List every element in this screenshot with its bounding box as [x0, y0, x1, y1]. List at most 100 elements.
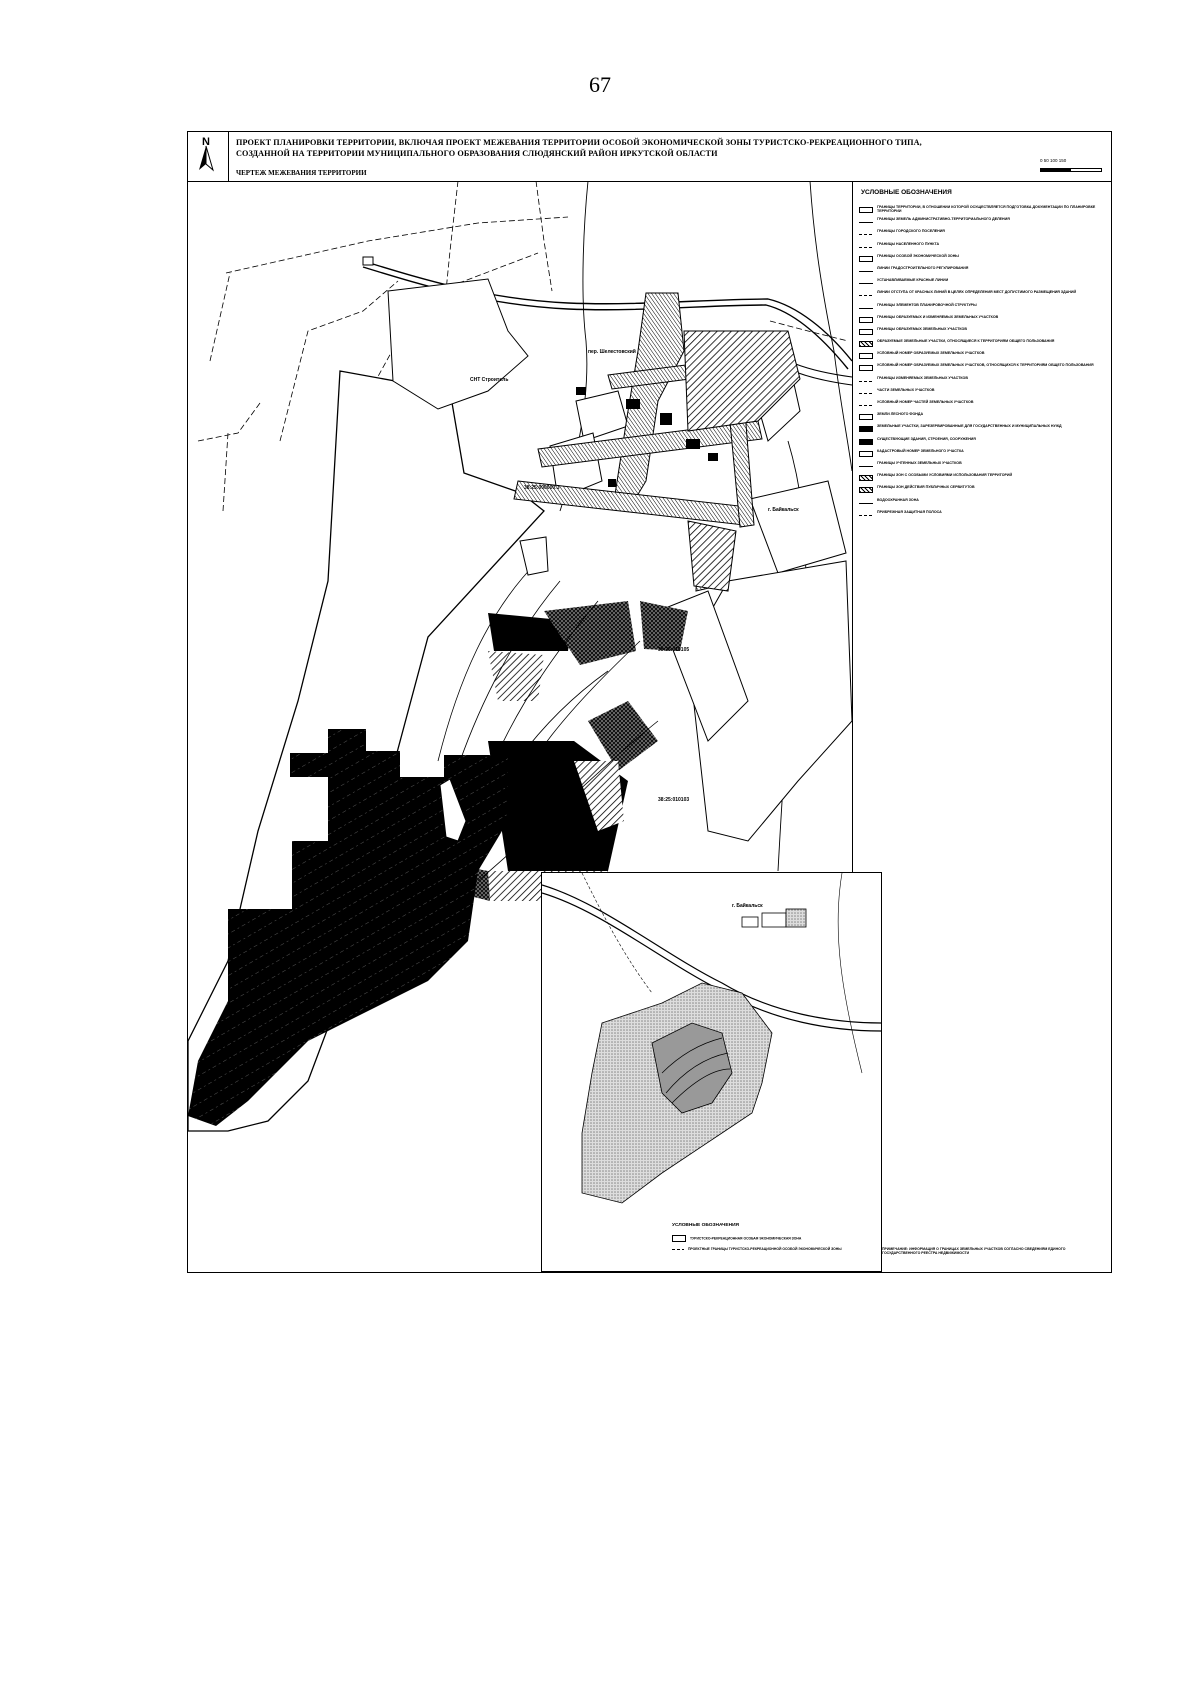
legend-item: ГРАНИЦЫ ОБРАЗУЕМЫХ И ИЗМЕНЯЕМЫХ ЗЕМЕЛЬНЫ… [859, 315, 1105, 326]
legend-swatch [859, 234, 873, 236]
existing-buildings [576, 387, 718, 487]
legend-swatch [859, 353, 873, 360]
legend-text: УСТАНАВЛИВАЕМЫЕ КРАСНЫЕ ЛИНИИ [877, 278, 949, 283]
legend-swatch [859, 487, 873, 494]
legend-text: ЧАСТИ ЗЕМЕЛЬНЫХ УЧАСТКОВ [877, 387, 935, 392]
inset-legend-item-1: ТУРИСТСКО-РЕКРЕАЦИОННАЯ ОСОБАЯ ЭКОНОМИЧЕ… [672, 1235, 801, 1242]
inset-project-area [651, 1022, 733, 1114]
legend-text: ОБРАЗУЕМЫЕ ЗЕМЕЛЬНЫЕ УЧАСТКИ, ОТНОСЯЩИЕС… [877, 339, 1055, 344]
legend-item: УСЛОВНЫЙ НОМЕР ОБРАЗУЕМЫХ ЗЕМЕЛЬНЫХ УЧАС… [859, 363, 1105, 374]
legend-text: ЗЕМЕЛЬНЫЕ УЧАСТКИ, ЗАРЕЗЕРВИРОВАННЫЕ ДЛЯ… [877, 424, 1062, 429]
legend-item: ГРАНИЦЫ ЗОН ДЕЙСТВИЯ ПУБЛИЧНЫХ СЕРВИТУТО… [859, 485, 1105, 496]
legend-text: УСЛОВНЫЙ НОМЕР ОБРАЗУЕМЫХ ЗЕМЕЛЬНЫХ УЧАС… [877, 363, 1094, 368]
legend-text: ГРАНИЦЫ ЗЕМЕЛЬ АДМИНИСТРАТИВНО-ТЕРРИТОРИ… [877, 217, 1010, 222]
legend-swatch [859, 255, 873, 262]
legend-swatch [859, 307, 873, 309]
legend-item: ОБРАЗУЕМЫЕ ЗЕМЕЛЬНЫЕ УЧАСТКИ, ОТНОСЯЩИЕС… [859, 339, 1105, 350]
legend-text: ГРАНИЦЫ ЭЛЕМЕНТОВ ПЛАНИРОВОЧНОЙ СТРУКТУР… [877, 302, 977, 307]
legend-text: ГРАНИЦЫ НАСЕЛЕННОГО ПУНКТА [877, 241, 940, 246]
legend-swatch [859, 450, 873, 457]
label-cadastral-1: 38:25:000000:3 [524, 485, 560, 491]
north-letter: N [202, 136, 210, 148]
inset-map: г. Байкальск УСЛОВНЫЕ ОБОЗНАЧЕНИЯ ТУРИСТ… [541, 872, 882, 1272]
scale-bar [1040, 168, 1102, 172]
map-title: ПРОЕКТ ПЛАНИРОВКИ ТЕРРИТОРИИ, ВКЛЮЧАЯ ПР… [236, 137, 996, 159]
legend-text: УСЛОВНЫЙ НОМЕР ОБРАЗУЕМЫХ ЗЕМЕЛЬНЫХ УЧАС… [877, 351, 985, 356]
scale-label: 0 50 100 150 [1040, 158, 1067, 163]
legend-text: КАДАСТРОВЫЙ НОМЕР ЗЕМЕЛЬНОГО УЧАСТКА [877, 448, 964, 453]
legend-swatch [859, 295, 873, 297]
legend-item: УСТАНАВЛИВАЕМЫЕ КРАСНЫЕ ЛИНИИ [859, 278, 1105, 289]
legend-item: УСЛОВНЫЙ НОМЕР ОБРАЗУЕМЫХ ЗЕМЕЛЬНЫХ УЧАС… [859, 351, 1105, 362]
legend-swatch [859, 414, 873, 421]
legend-item: ГРАНИЦЫ ИЗМЕНЯЕМЫХ ЗЕМЕЛЬНЫХ УЧАСТКОВ [859, 376, 1105, 387]
title-block: N ПРОЕКТ ПЛАНИРОВКИ ТЕРРИТОРИИ, ВКЛЮЧАЯ … [188, 132, 1111, 182]
legend-item: ВОДООХРАННАЯ ЗОНА [859, 498, 1105, 509]
inset-town-label: г. Байкальск [732, 902, 763, 909]
legend-text: ЛИНИИ ОТСТУПА ОТ КРАСНЫХ ЛИНИЙ В ЦЕЛЯХ О… [877, 290, 1077, 295]
title-line-1: ПРОЕКТ ПЛАНИРОВКИ ТЕРРИТОРИИ, ВКЛЮЧАЯ ПР… [236, 138, 922, 147]
legend-swatch [859, 502, 873, 504]
legend-swatch [859, 380, 873, 382]
map-sheet: N ПРОЕКТ ПЛАНИРОВКИ ТЕРРИТОРИИ, ВКЛЮЧАЯ … [187, 131, 1112, 1273]
legend-text: ГРАНИЦЫ ЗОН С ОСОБЫМИ УСЛОВИЯМИ ИСПОЛЬЗО… [877, 473, 1013, 478]
legend-text: ГРАНИЦЫ ОБРАЗУЕМЫХ ЗЕМЕЛЬНЫХ УЧАСТКОВ [877, 326, 967, 331]
legend-swatch [859, 426, 873, 433]
label-town: г. Байкальск [768, 506, 799, 513]
legend-item: ГРАНИЦЫ ОБРАЗУЕМЫХ ЗЕМЕЛЬНЫХ УЧАСТКОВ [859, 327, 1105, 338]
legend-item: КАДАСТРОВЫЙ НОМЕР ЗЕМЕЛЬНОГО УЧАСТКА [859, 449, 1105, 460]
legend-item: ЛИНИИ ГРАДОСТРОИТЕЛЬНОГО РЕГУЛИРОВАНИЯ [859, 266, 1105, 277]
legend-item: ЛИНИИ ОТСТУПА ОТ КРАСНЫХ ЛИНИЙ В ЦЕЛЯХ О… [859, 290, 1105, 301]
legend-swatch [859, 514, 873, 516]
legend-swatch [859, 328, 873, 335]
legend-swatch [859, 341, 873, 348]
legend-item: ГРАНИЦЫ ЭЛЕМЕНТОВ ПЛАНИРОВОЧНОЙ СТРУКТУР… [859, 303, 1105, 314]
sheet-name: ЧЕРТЕЖ МЕЖЕВАНИЯ ТЕРРИТОРИИ [236, 169, 367, 177]
north-arrow-icon [199, 145, 214, 172]
legend-swatch [859, 222, 873, 224]
label-street: пер. Шелестовский [588, 348, 636, 355]
legend-swatch [859, 465, 873, 467]
legend-swatch [859, 392, 873, 394]
legend-text: ПРИБРЕЖНАЯ ЗАЩИТНАЯ ПОЛОСА [877, 509, 942, 514]
legend-text: ЗЕМЛИ ЛЕСНОГО ФОНДА [877, 412, 924, 417]
street-network [513, 292, 801, 592]
dark-reserved-zone [188, 729, 508, 1126]
label-cadastral-3: 38:25:010103 [658, 797, 689, 803]
title-line-2: СОЗДАННОЙ НА ТЕРРИТОРИИ МУНИЦИПАЛЬНОГО О… [236, 149, 718, 158]
legend-text: ЛИНИИ ГРАДОСТРОИТЕЛЬНОГО РЕГУЛИРОВАНИЯ [877, 265, 969, 270]
legend-item: ЗЕМЕЛЬНЫЕ УЧАСТКИ, ЗАРЕЗЕРВИРОВАННЫЕ ДЛЯ… [859, 424, 1105, 435]
legend-swatch [859, 246, 873, 248]
label-cadastral-2: 38:25:010105 [658, 647, 689, 653]
legend-item: ГРАНИЦЫ ГОРОДСКОГО ПОСЕЛЕНИЯ [859, 229, 1105, 240]
map-text-labels: СНТ Строитель пер. Шелестовский г. Байка… [470, 348, 799, 803]
legend-text: ГРАНИЦЫ УЧТЕННЫХ ЗЕМЕЛЬНЫХ УЧАСТКОВ [877, 460, 962, 465]
legend-text: СУЩЕСТВУЮЩИЕ ЗДАНИЯ, СТРОЕНИЯ, СООРУЖЕНИ… [877, 436, 976, 441]
legend-list: ГРАНИЦЫ ТЕРРИТОРИИ, В ОТНОШЕНИИ КОТОРОЙ … [859, 205, 1105, 522]
main-map: СНТ Строитель пер. Шелестовский г. Байка… [187, 180, 853, 1132]
label-snt: СНТ Строитель [470, 377, 508, 383]
legend-swatch [859, 316, 873, 323]
legend-swatch [859, 283, 873, 285]
map-area: СНТ Строитель пер. Шелестовский г. Байка… [187, 180, 853, 1272]
legend-swatch [859, 270, 873, 272]
legend-item: ЧАСТИ ЗЕМЕЛЬНЫХ УЧАСТКОВ [859, 388, 1105, 399]
legend-item: ГРАНИЦЫ ТЕРРИТОРИИ, В ОТНОШЕНИИ КОТОРОЙ … [859, 205, 1105, 216]
map-legend: УСЛОВНЫЕ ОБОЗНАЧЕНИЯ ГРАНИЦЫ ТЕРРИТОРИИ,… [852, 181, 1112, 881]
legend-swatch [859, 207, 873, 213]
legend-item: ГРАНИЦЫ ЗОН С ОСОБЫМИ УСЛОВИЯМИ ИСПОЛЬЗО… [859, 473, 1105, 484]
legend-swatch [859, 365, 873, 372]
legend-item: ГРАНИЦЫ УЧТЕННЫХ ЗЕМЕЛЬНЫХ УЧАСТКОВ [859, 461, 1105, 472]
legend-text: ГРАНИЦЫ ГОРОДСКОГО ПОСЕЛЕНИЯ [877, 229, 945, 234]
north-arrow: N [188, 132, 229, 181]
legend-swatch [859, 438, 873, 445]
legend-swatch [859, 405, 873, 406]
legend-text: ГРАНИЦЫ ОСОБОЙ ЭКОНОМИЧЕСКОЙ ЗОНЫ [877, 253, 959, 258]
footnote: ПРИМЕЧАНИЕ: ИНФОРМАЦИЯ О ГРАНИЦАХ ЗЕМЕЛЬ… [882, 1247, 1066, 1256]
legend-text: ГРАНИЦЫ ИЗМЕНЯЕМЫХ ЗЕМЕЛЬНЫХ УЧАСТКОВ [877, 375, 968, 380]
legend-item: ПРИБРЕЖНАЯ ЗАЩИТНАЯ ПОЛОСА [859, 510, 1105, 521]
legend-item: ГРАНИЦЫ ОСОБОЙ ЭКОНОМИЧЕСКОЙ ЗОНЫ [859, 254, 1105, 265]
legend-swatch [859, 475, 873, 482]
inset-legend-item-2: ПРОЕКТНЫЕ ГРАНИЦЫ ТУРИСТСКО-РЕКРЕАЦИОННО… [672, 1247, 842, 1251]
legend-item: ГРАНИЦЫ НАСЕЛЕННОГО ПУНКТА [859, 242, 1105, 253]
